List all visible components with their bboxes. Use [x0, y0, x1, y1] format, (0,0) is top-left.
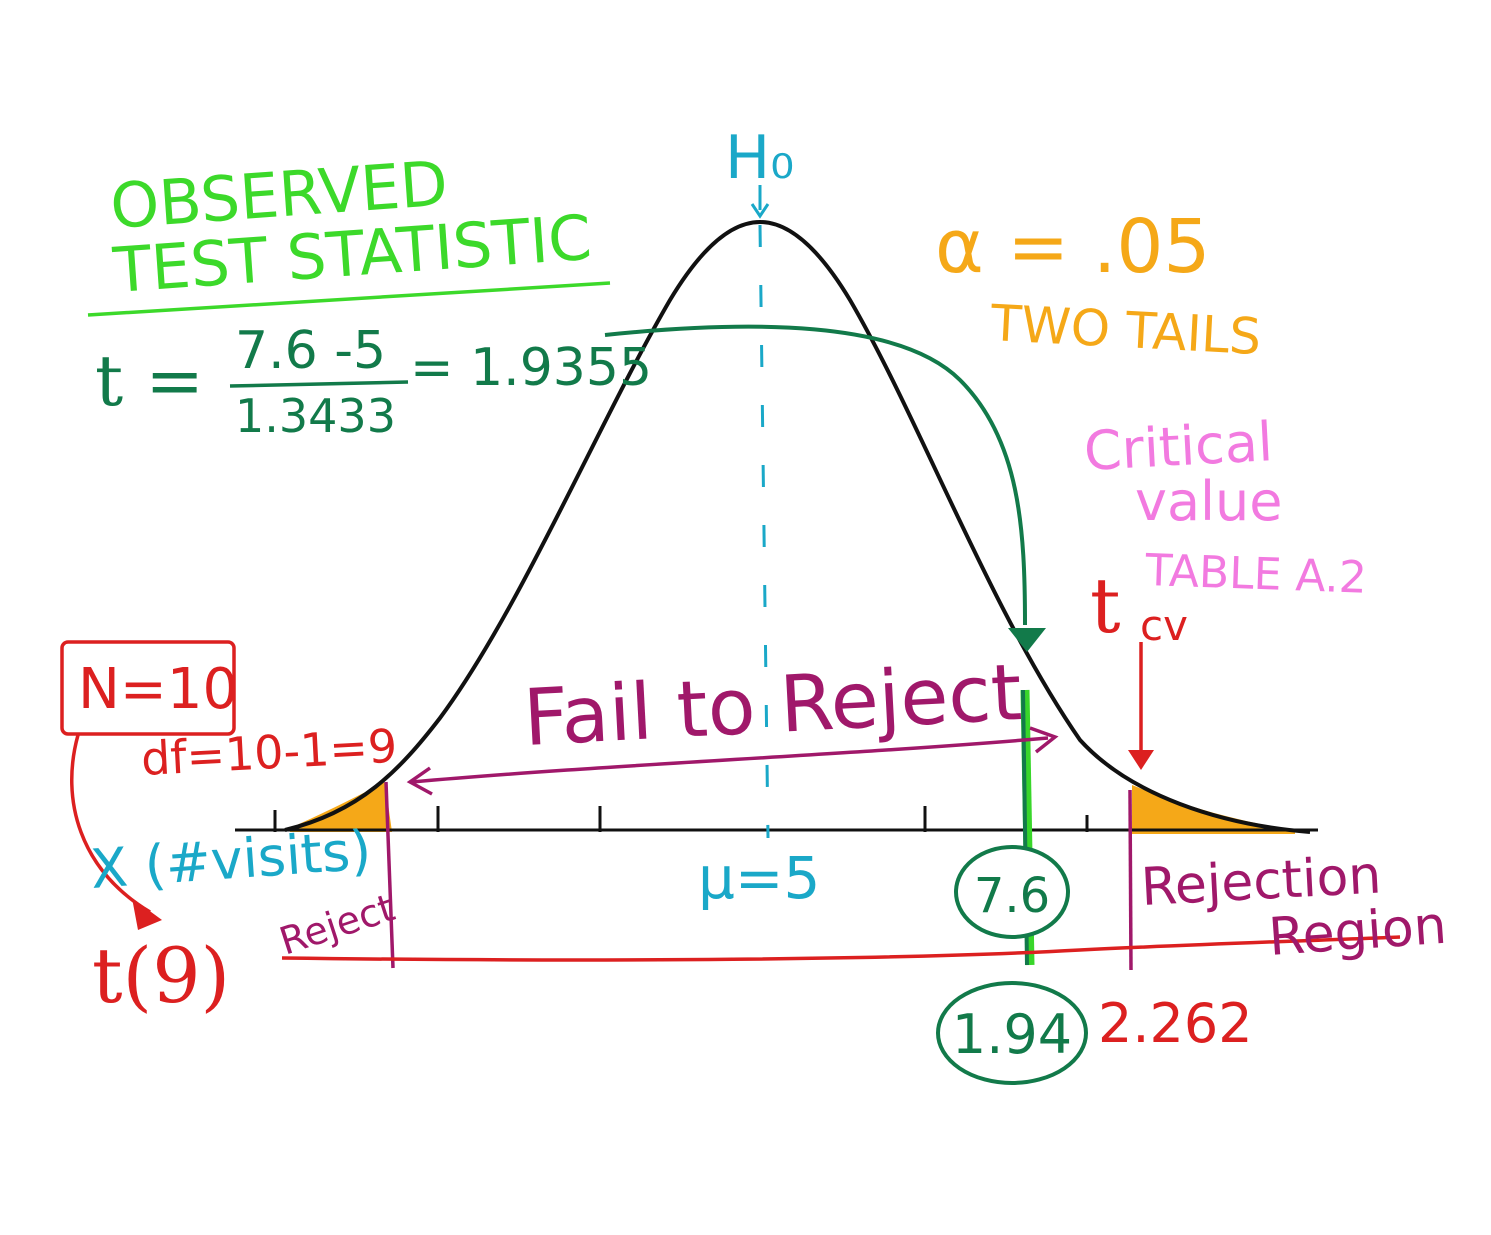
bell-curve [284, 219, 1311, 834]
observed-t-oval [936, 981, 1088, 1085]
degrees-of-freedom: df=10-1=9 [140, 719, 399, 786]
h0-arrow-head [750, 203, 770, 219]
title-underline [87, 281, 611, 317]
fail-to-reject-left-head [406, 766, 433, 796]
tcv-subscript: cv [1140, 601, 1188, 650]
sample-size-label: N=10 [78, 657, 238, 722]
mean-dashed-line [758, 224, 770, 839]
n-to-t-arrow [70, 734, 151, 914]
critical-value-number: 2.262 [1098, 992, 1253, 1055]
rejection-region-line1: Rejection [1140, 845, 1383, 918]
critical-line1: Critical [1082, 410, 1274, 483]
axis-ticks [273, 806, 1089, 832]
right-critical-line [1128, 789, 1133, 971]
critical-line2: value [1135, 470, 1283, 533]
x-axis-label: X (#visits) [89, 819, 374, 901]
formula-fraction-bar [229, 380, 409, 388]
n-to-t-arrow-head [132, 898, 162, 930]
tcv-symbol: t [1090, 561, 1121, 650]
reject-left-label: Reject [274, 885, 400, 963]
observed-x-oval [954, 845, 1070, 939]
fail-to-reject-arrow [411, 736, 1049, 784]
observed-x-value: 7.6 [974, 868, 1050, 924]
right-tail-fill [1132, 785, 1295, 834]
fail-to-reject-right-head [1029, 726, 1059, 754]
observed-pointer-head [1008, 628, 1046, 652]
mean-label: μ=5 [698, 844, 820, 912]
critical-source: TABLE A.2 [1144, 545, 1368, 604]
left-critical-line [384, 781, 395, 969]
formula-lhs: t = [95, 340, 204, 422]
alpha-tails: TWO TAILS [988, 294, 1262, 366]
sample-size-box [60, 640, 236, 736]
formula-result: = 1.9355 [410, 338, 652, 398]
observed-pointer-arrow [604, 324, 1027, 626]
observed-t-value: 1.94 [952, 1003, 1072, 1066]
tcv-arrow-head [1128, 750, 1154, 770]
rejection-region-line2: Region [1267, 896, 1449, 968]
alpha-value: α = .05 [935, 204, 1211, 290]
t-axis-label: t(9) [92, 931, 230, 1020]
null-hypothesis-label: H₀ [725, 123, 794, 193]
formula-numerator: 7.6 -5 [235, 321, 386, 381]
formula-denominator: 1.3433 [235, 389, 396, 443]
t-axis-line [281, 935, 1401, 962]
